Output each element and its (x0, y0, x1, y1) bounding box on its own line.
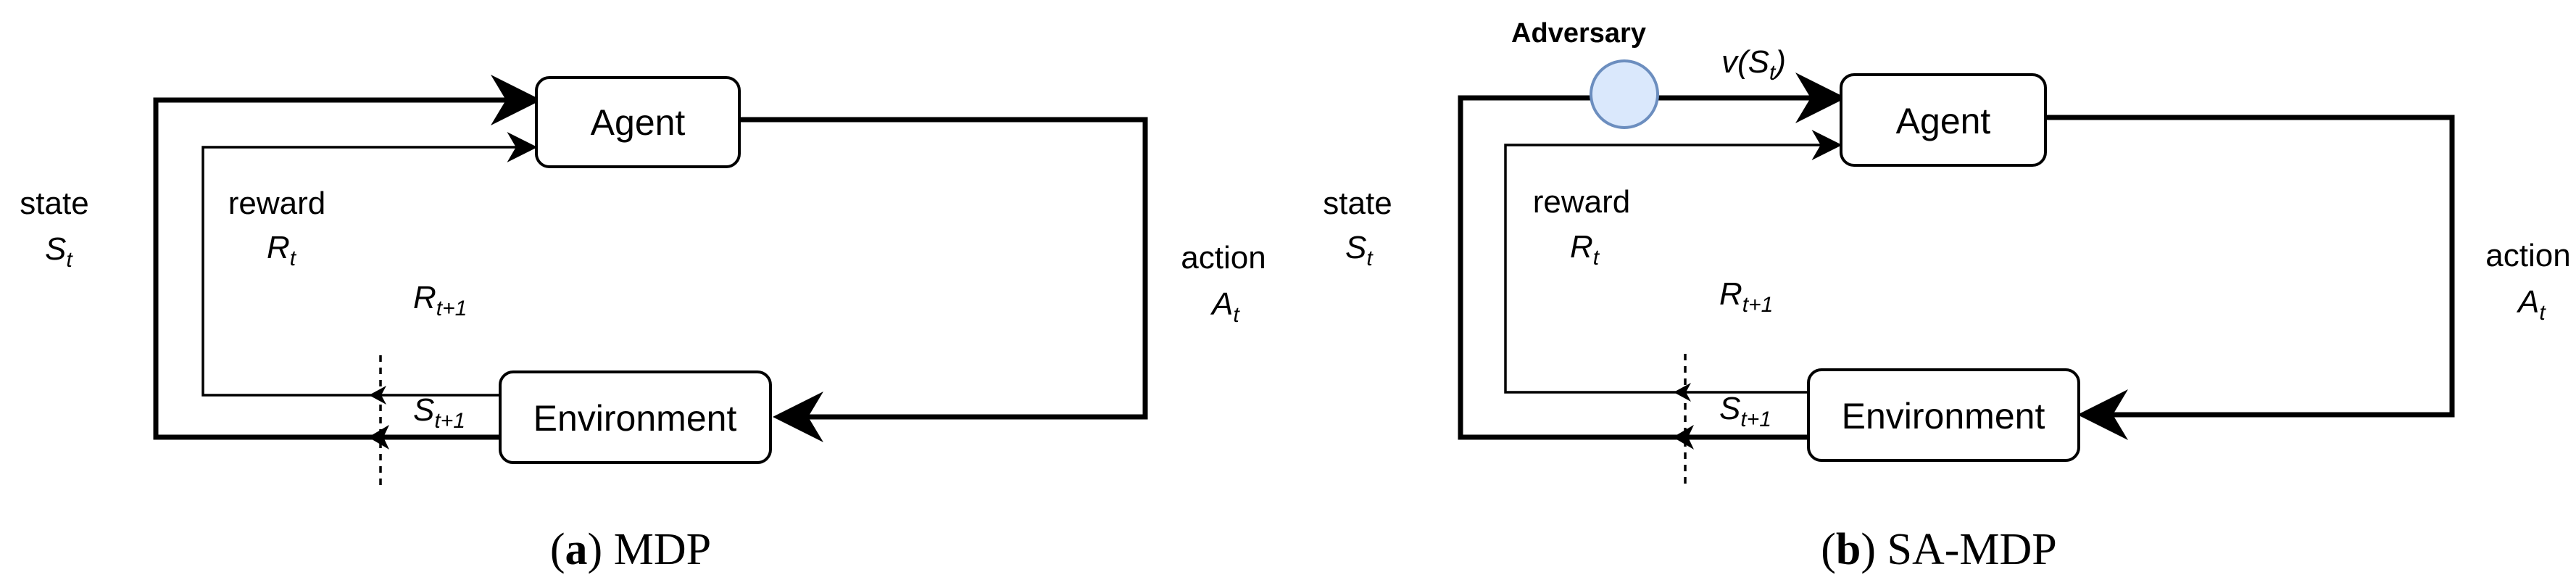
panel-a: Agent Environment state St reward Rt act… (20, 75, 1266, 574)
adversary-label: Adversary (1511, 18, 1646, 49)
caption-a: (a) MDP (550, 525, 711, 574)
state-arrow (1458, 95, 1808, 440)
next-state-symbol: St+1 (413, 392, 465, 433)
state-label: state (20, 186, 88, 221)
agent-label: Agent (591, 102, 686, 143)
perturbation-label: v(St) (1721, 44, 1786, 85)
next-state-arrowhead (368, 425, 389, 450)
next-reward-symbol: Rt+1 (413, 280, 467, 320)
caption-b: (b) SA-MDP (1821, 525, 2057, 574)
state-symbol: St (1345, 230, 1374, 270)
action-symbol: At (1210, 286, 1240, 327)
next-state-arrowhead (1673, 425, 1694, 450)
reward-symbol: Rt (1570, 229, 1600, 270)
environment-label: Environment (1842, 396, 2045, 436)
action-label: action (1181, 240, 1266, 276)
state-arrow (153, 75, 541, 440)
reward-label: reward (1533, 184, 1631, 220)
reward-symbol: Rt (267, 230, 297, 270)
agent-box (535, 76, 741, 168)
environment-box (1807, 368, 2080, 462)
reward-label: reward (228, 186, 326, 221)
next-reward-symbol: Rt+1 (1719, 276, 1773, 317)
state-symbol: St (45, 231, 73, 272)
panel-b: Adversary v(St) Agent Environment state … (1323, 18, 2570, 574)
environment-label: Environment (533, 398, 737, 439)
agent-box (1840, 73, 2047, 167)
action-symbol: At (2516, 284, 2546, 325)
agent-label: Agent (1896, 101, 1991, 141)
next-state-symbol: St+1 (1719, 391, 1771, 431)
environment-box (499, 370, 772, 464)
next-reward-arrowhead (369, 386, 386, 405)
reward-arrow (1504, 130, 1842, 394)
next-reward-arrowhead (1674, 383, 1691, 402)
action-label: action (2485, 238, 2570, 273)
action-arrow (739, 117, 1148, 442)
reward-arrow (201, 132, 538, 397)
action-arrow (2045, 115, 2455, 440)
adversary-node (1590, 59, 1659, 129)
state-label: state (1323, 186, 1392, 221)
